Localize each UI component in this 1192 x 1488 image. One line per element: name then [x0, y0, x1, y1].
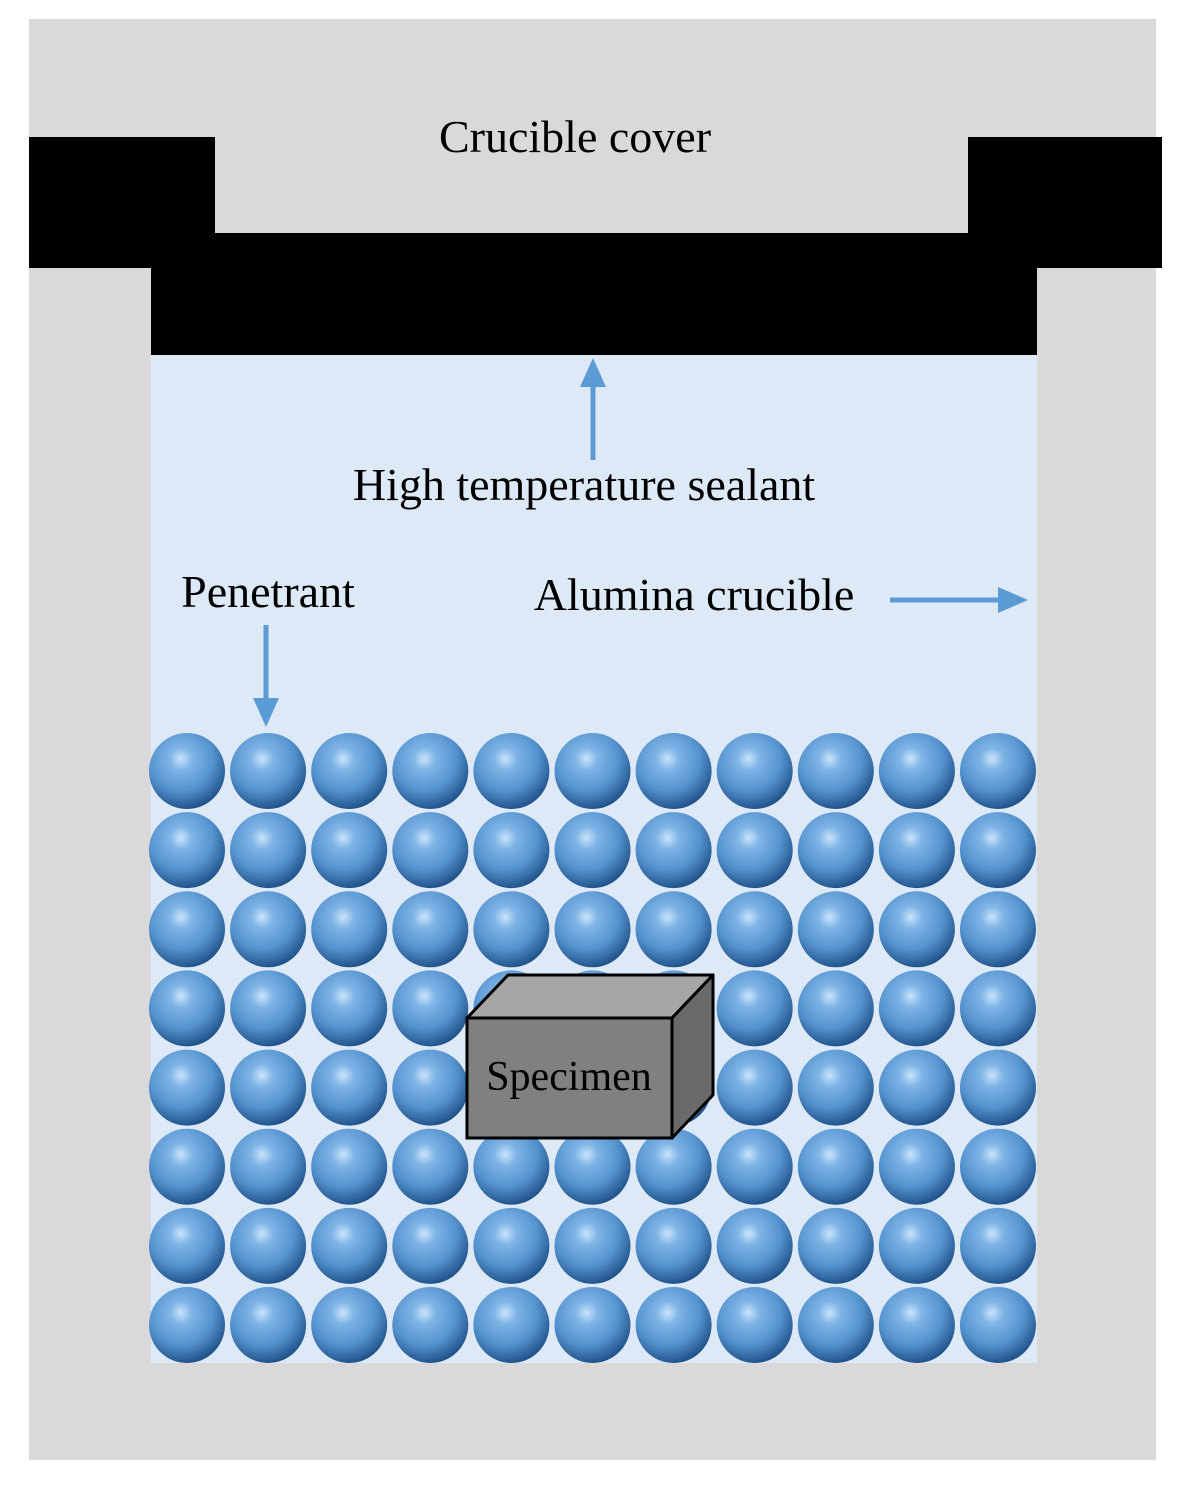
penetrant-ball — [554, 891, 631, 968]
penetrant-ball — [554, 1128, 631, 1205]
penetrant-ball — [635, 1207, 712, 1284]
sealant-label: High temperature sealant — [353, 459, 816, 510]
penetrant-ball — [311, 733, 388, 809]
penetrant-ball — [149, 812, 225, 889]
specimen-label: Specimen — [486, 1054, 652, 1100]
penetrant-ball — [960, 733, 1036, 809]
penetrant-ball — [797, 1128, 874, 1205]
penetrant-ball — [311, 812, 388, 889]
crucible-cover — [29, 137, 1162, 355]
penetrant-label: Penetrant — [181, 566, 355, 617]
penetrant-ball — [473, 733, 550, 809]
penetrant-ball — [149, 1049, 225, 1126]
alumina-crucible-label: Alumina crucible — [534, 569, 855, 620]
penetrant-ball — [960, 812, 1036, 889]
penetrant-ball — [230, 970, 307, 1047]
penetrant-ball — [554, 733, 631, 809]
penetrant-ball — [716, 1049, 793, 1126]
penetrant-ball — [392, 812, 469, 889]
penetrant-ball — [554, 812, 631, 889]
penetrant-ball — [149, 891, 225, 968]
penetrant-ball — [878, 891, 955, 968]
specimen-block: Specimen — [465, 973, 715, 1140]
penetrant-ball — [311, 970, 388, 1047]
penetrant-ball — [635, 812, 712, 889]
penetrant-ball — [797, 1049, 874, 1126]
penetrant-ball — [960, 1128, 1036, 1205]
penetrant-ball — [960, 970, 1036, 1047]
penetrant-ball — [960, 1049, 1036, 1126]
penetrant-ball — [878, 1128, 955, 1205]
penetrant-ball — [635, 1128, 712, 1205]
penetrant-ball — [230, 891, 307, 968]
alumina-crucible-arrow — [890, 587, 1028, 613]
penetrant-ball — [392, 1207, 469, 1284]
penetrant-ball — [149, 970, 225, 1047]
penetrant-ball — [797, 733, 874, 809]
penetrant-ball — [473, 1207, 550, 1284]
penetrant-ball — [878, 1207, 955, 1284]
penetrant-ball — [716, 970, 793, 1047]
penetrant-ball — [878, 970, 955, 1047]
penetrant-ball — [311, 1049, 388, 1126]
penetrant-ball — [635, 1287, 712, 1363]
crucible-cover-label: Crucible cover — [439, 111, 711, 162]
penetrant-ball — [311, 1287, 388, 1363]
penetrant-ball — [392, 970, 469, 1047]
penetrant-ball — [230, 1049, 307, 1126]
penetrant-ball — [716, 1287, 793, 1363]
penetrant-ball — [149, 733, 225, 809]
penetrant-ball — [878, 812, 955, 889]
penetrant-ball — [230, 1128, 307, 1205]
penetrant-ball — [230, 733, 307, 809]
penetrant-ball — [473, 891, 550, 968]
penetrant-ball — [716, 891, 793, 968]
penetrant-ball — [716, 1128, 793, 1205]
penetrant-ball — [311, 891, 388, 968]
penetrant-ball — [797, 1207, 874, 1284]
penetrant-ball — [960, 1207, 1036, 1284]
penetrant-ball — [392, 1287, 469, 1363]
penetrant-ball — [554, 1207, 631, 1284]
penetrant-ball — [392, 1128, 469, 1205]
penetrant-ball — [392, 1049, 469, 1126]
penetrant-ball — [473, 1128, 550, 1205]
penetrant-ball — [392, 891, 469, 968]
penetrant-ball — [149, 1287, 225, 1363]
penetrant-ball — [554, 1287, 631, 1363]
penetrant-ball — [149, 1128, 225, 1205]
penetrant-ball — [473, 812, 550, 889]
penetrant-ball — [230, 1287, 307, 1363]
penetrant-ball — [635, 733, 712, 809]
penetrant-ball — [716, 1207, 793, 1284]
penetrant-ball — [716, 812, 793, 889]
penetrant-ball — [473, 1287, 550, 1363]
penetrant-ball — [716, 733, 793, 809]
penetrant-ball — [230, 1207, 307, 1284]
penetrant-ball — [960, 1287, 1036, 1363]
penetrant-ball — [797, 970, 874, 1047]
penetrant-ball — [797, 891, 874, 968]
penetrant-ball — [878, 1049, 955, 1126]
penetrant-ball — [311, 1207, 388, 1284]
penetrant-ball — [311, 1128, 388, 1205]
sealant-arrow — [580, 358, 606, 460]
penetrant-ball — [797, 1287, 874, 1363]
penetrant-ball — [149, 1207, 225, 1284]
penetrant-ball — [392, 733, 469, 809]
specimen-front-face — [465, 1016, 674, 1140]
penetrant-ball — [797, 812, 874, 889]
penetrant-arrow — [253, 625, 279, 727]
penetrant-ball — [878, 733, 955, 809]
penetrant-ball — [960, 891, 1036, 968]
penetrant-ball — [230, 812, 307, 889]
penetrant-ball — [635, 891, 712, 968]
penetrant-particles — [149, 733, 1036, 1363]
penetrant-ball — [878, 1287, 955, 1363]
